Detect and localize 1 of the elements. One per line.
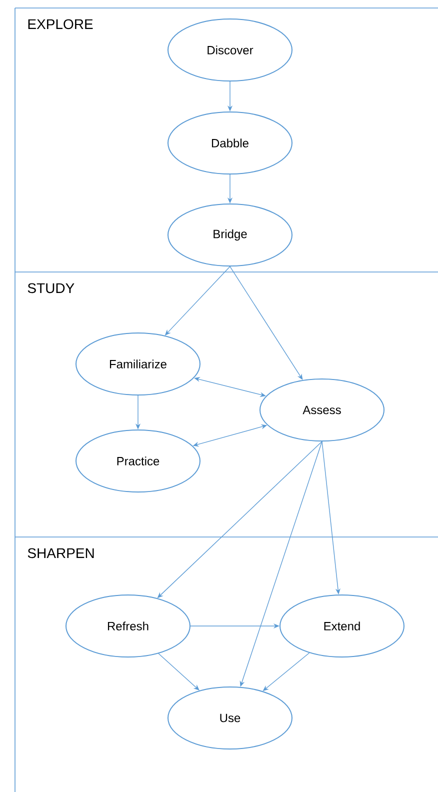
- arrow: [158, 653, 200, 690]
